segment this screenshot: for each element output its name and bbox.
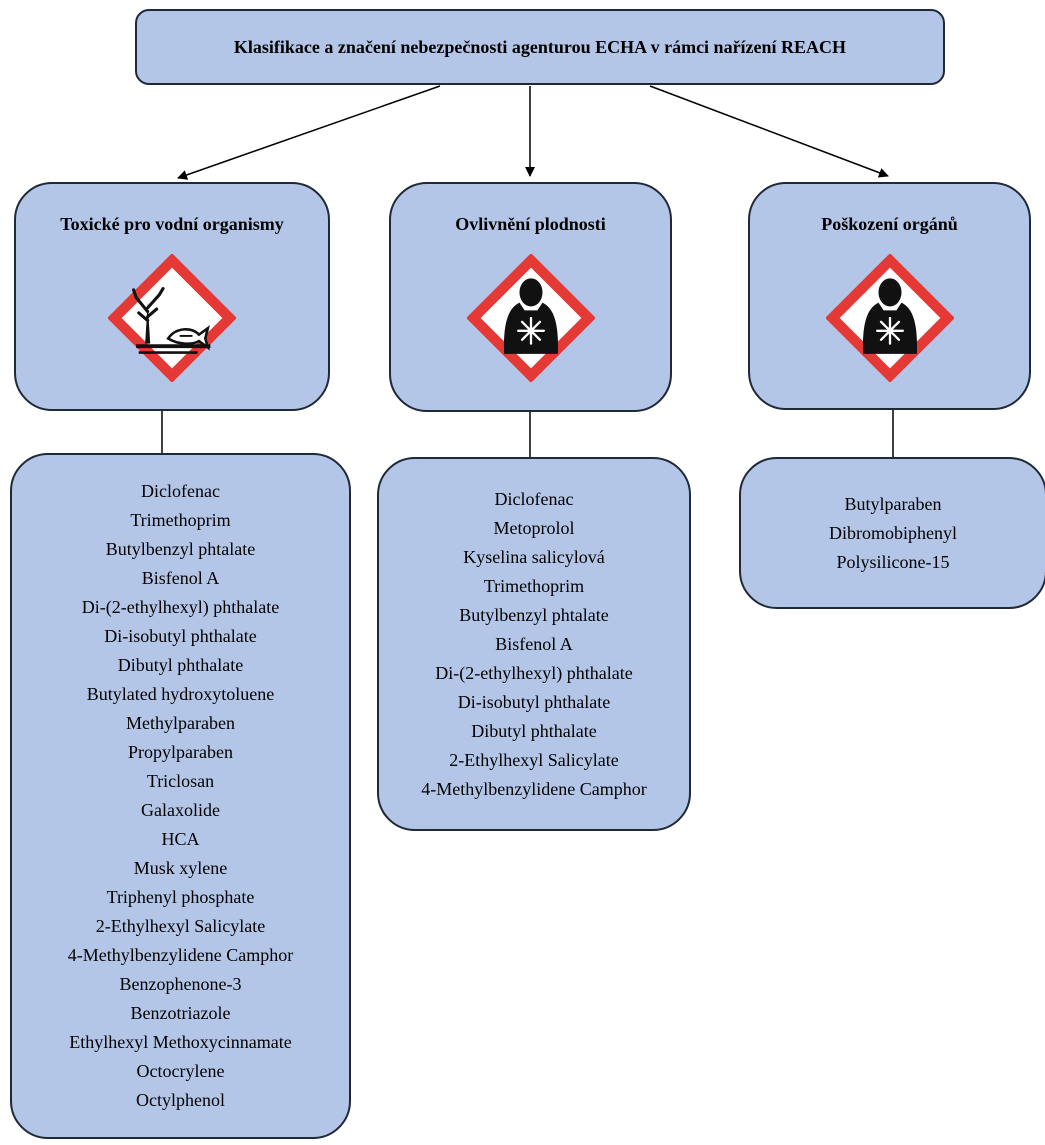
environment-hazard-icon	[108, 254, 236, 382]
substance-item: Trimethoprim	[130, 510, 231, 530]
arrow-to-category-3	[649, 85, 889, 178]
health-hazard-icon	[466, 254, 595, 382]
diagram-title-box: Klasifikace a značení nebezpečnosti agen…	[135, 9, 945, 85]
category-box-organ-damage: Poškození orgánů	[748, 182, 1031, 410]
substance-item: Butylbenzyl phtalate	[459, 604, 609, 625]
substance-item: Triclosan	[146, 771, 215, 791]
substance-item: 4-Methylbenzylidene Camphor	[67, 945, 294, 965]
substance-item: Triphenyl phosphate	[106, 887, 255, 907]
category-title: Poškození orgánů	[821, 214, 958, 234]
substance-item: 4-Methylbenzylidene Camphor	[421, 778, 647, 799]
substance-item: Butylparaben	[844, 493, 942, 514]
substance-item: Metoprolol	[493, 517, 575, 538]
substance-item: Di-(2-ethylhexyl) phthalate	[435, 662, 633, 683]
substance-item: Ethylhexyl Methoxycinnamate	[69, 1032, 292, 1052]
substance-item: Musk xylene	[133, 858, 228, 878]
substance-item: Bisfenol A	[495, 633, 573, 654]
health-hazard-icon	[825, 254, 954, 382]
substance-item: Diclofenac	[141, 481, 220, 501]
substance-item: Butylbenzyl phtalate	[105, 539, 256, 559]
substance-item: Dibutyl phthalate	[471, 720, 597, 741]
substance-item: Bisfenol A	[141, 568, 220, 588]
substance-item: Di-(2-ethylhexyl) phthalate	[81, 597, 280, 617]
substance-item: 2-Ethylhexyl Salicylate	[449, 749, 619, 770]
substance-item: Octocrylene	[136, 1061, 225, 1081]
substance-item: Galaxolide	[141, 800, 220, 820]
substance-item: HCA	[161, 829, 200, 849]
category-title: Ovlivnění plodnosti	[455, 214, 606, 234]
substance-item: Propylparaben	[128, 742, 233, 762]
substance-item: Benzophenone-3	[119, 974, 242, 994]
substance-item: Methylparaben	[126, 713, 235, 733]
substance-item: Di-isobutyl phthalate	[457, 691, 611, 712]
category-title: Toxické pro vodní organismy	[60, 214, 284, 234]
substance-item: 2-Ethylhexyl Salicylate	[95, 916, 266, 936]
substance-item: Polysilicone-15	[836, 551, 950, 572]
substance-item: Diclofenac	[494, 488, 574, 509]
category-box-aquatic-toxicity: Toxické pro vodní organismy	[14, 182, 330, 411]
substance-item: Benzotriazole	[130, 1003, 231, 1023]
substance-item: Dibromobiphenyl	[829, 522, 957, 543]
substance-item: Butylated hydroxytoluene	[86, 684, 275, 704]
category-box-fertility: Ovlivnění plodnosti	[389, 182, 672, 412]
substance-item: Di-isobutyl phthalate	[104, 626, 257, 646]
arrow-to-category-1	[177, 85, 441, 180]
substance-item: Trimethoprim	[483, 575, 585, 596]
substance-item: Dibutyl phthalate	[117, 655, 244, 675]
diagram-title: Klasifikace a značení nebezpečnosti agen…	[233, 36, 847, 57]
substance-item: Octylphenol	[136, 1090, 225, 1110]
substance-item: Kyselina salicylová	[463, 546, 605, 567]
